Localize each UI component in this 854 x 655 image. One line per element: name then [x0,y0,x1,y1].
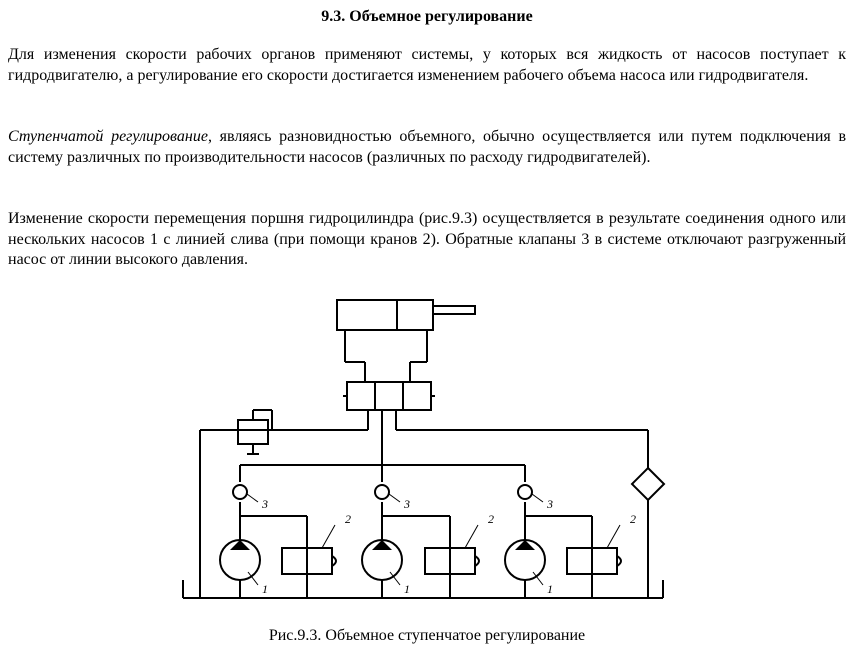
hydraulic-cylinder [336,299,476,382]
paragraph-3: Изменение скорости перемещения поршня ги… [8,210,846,268]
label-pump-2: 1 [404,582,410,596]
relief-valve [237,409,273,455]
term-stepped-regulation: Ступенчатой регулирование [8,128,208,145]
label-tap-3: 2 [630,512,636,526]
pump-group-2 [361,465,480,598]
filter [630,466,666,598]
directional-valve [343,381,435,465]
section-title: 9.3. Объемное регулирование [321,8,533,25]
label-tap-1: 2 [345,512,351,526]
label-tap-2: 2 [488,512,494,526]
pump-group-3 [504,465,622,598]
paragraph-2: Ступенчатой регулирование, являясь разно… [8,127,846,168]
tank [182,580,664,599]
label-check-valve-2: 3 [403,497,410,511]
figure-caption: Рис.9.3. Объемное ступенчатое регулирова… [268,627,586,644]
paragraph-1: Для изменения скорости рабочих органов п… [8,46,846,84]
label-pump-3: 1 [547,582,553,596]
label-check-valve-1: 3 [261,497,268,511]
label-check-valve-3: 3 [546,497,553,511]
paragraph-2-text: , являясь разновидностью объемного, обыч… [8,128,846,166]
hydraulic-scheme-figure: 3 3 3 2 2 2 1 1 1 [182,299,666,599]
label-pump-1: 1 [262,582,268,596]
pump-group-1 [219,465,337,598]
